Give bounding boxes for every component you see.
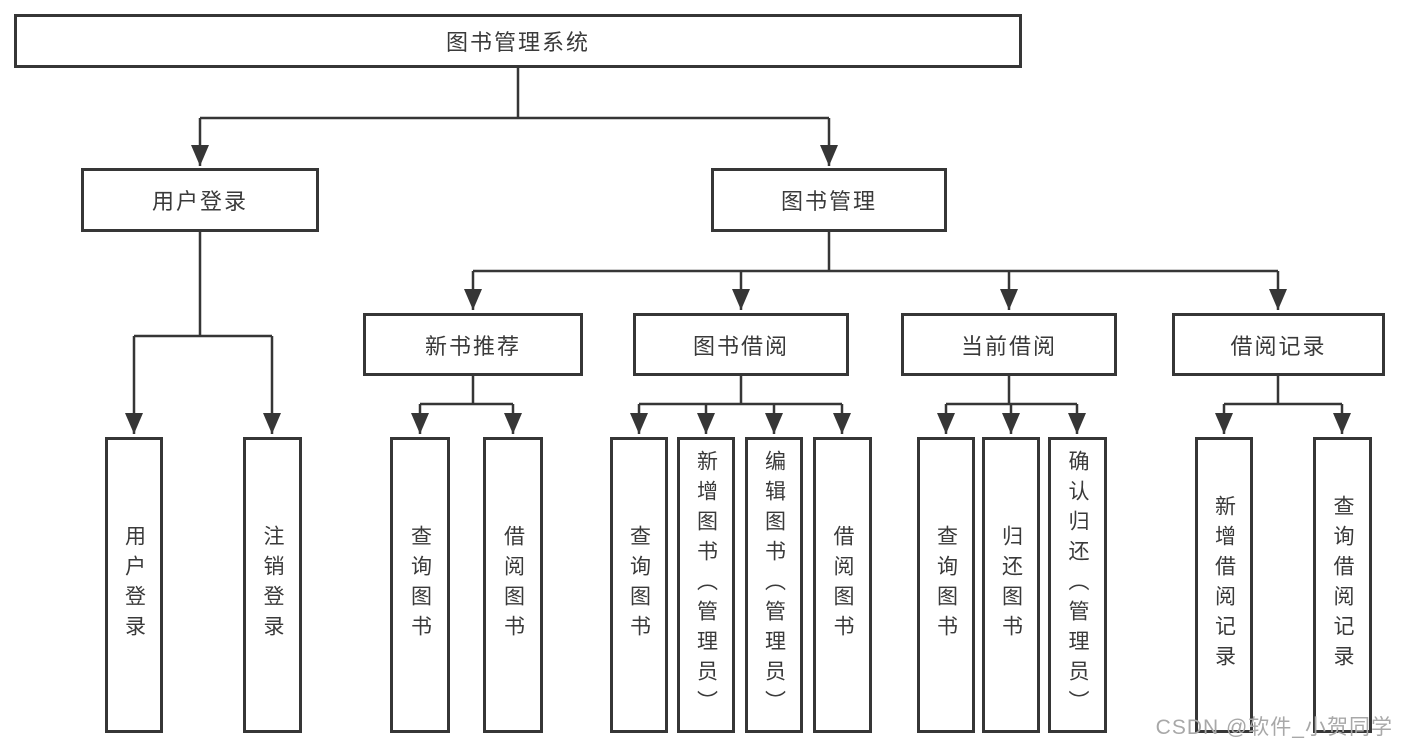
leaf-logout: 注销登录 [243, 437, 302, 733]
leaf-label: 用户登录 [122, 525, 146, 645]
leaf-label: 新增借阅记录 [1212, 495, 1236, 675]
node-book-management: 图书管理 [711, 168, 947, 232]
leaf-borrow-books-recommend: 借阅图书 [483, 437, 543, 733]
leaf-query-books-recommend: 查询图书 [390, 437, 450, 733]
node-new-book-recommend: 新书推荐 [363, 313, 583, 376]
leaf-confirm-return-admin: 确认归还（管理员） [1048, 437, 1107, 733]
edge-new-book-recommend [411, 376, 522, 434]
leaf-label: 借阅图书 [501, 525, 525, 645]
leaf-label: 查询借阅记录 [1331, 495, 1354, 675]
leaf-label: 新增图书（管理员） [694, 450, 718, 720]
leaf-add-borrow-record: 新增借阅记录 [1195, 437, 1253, 733]
leaf-label: 查询图书 [408, 525, 432, 645]
leaf-borrow-books-2: 借阅图书 [813, 437, 872, 733]
leaf-label: 借阅图书 [831, 525, 854, 645]
node-current-borrow: 当前借阅 [901, 313, 1117, 376]
edge-user-login [125, 232, 281, 434]
leaf-label: 确认归还（管理员） [1066, 450, 1089, 720]
leaf-query-books-current: 查询图书 [917, 437, 975, 733]
leaf-label: 注销登录 [261, 525, 284, 645]
leaf-query-borrow-record: 查询借阅记录 [1313, 437, 1372, 733]
edge-root [191, 68, 838, 166]
edge-book-borrow [630, 376, 851, 434]
node-library-system-root: 图书管理系统 [14, 14, 1022, 68]
node-borrow-records: 借阅记录 [1172, 313, 1385, 376]
edge-current-borrow [937, 376, 1086, 434]
watermark: CSDN @软件_小贺同学 [1155, 716, 1393, 739]
leaf-add-book-admin: 新增图书（管理员） [677, 437, 735, 733]
leaf-label: 归还图书 [999, 525, 1023, 645]
leaf-label: 查询图书 [934, 525, 958, 645]
node-book-borrow: 图书借阅 [633, 313, 849, 376]
node-user-login: 用户登录 [81, 168, 319, 232]
leaf-edit-book-admin: 编辑图书（管理员） [745, 437, 803, 733]
leaf-label: 查询图书 [627, 525, 651, 645]
edge-borrow-records [1215, 376, 1351, 434]
edge-book-management [464, 232, 1287, 310]
leaf-user-login: 用户登录 [105, 437, 163, 733]
leaf-label: 编辑图书（管理员） [762, 450, 786, 720]
leaf-query-books-borrow: 查询图书 [610, 437, 668, 733]
leaf-return-book: 归还图书 [982, 437, 1040, 733]
